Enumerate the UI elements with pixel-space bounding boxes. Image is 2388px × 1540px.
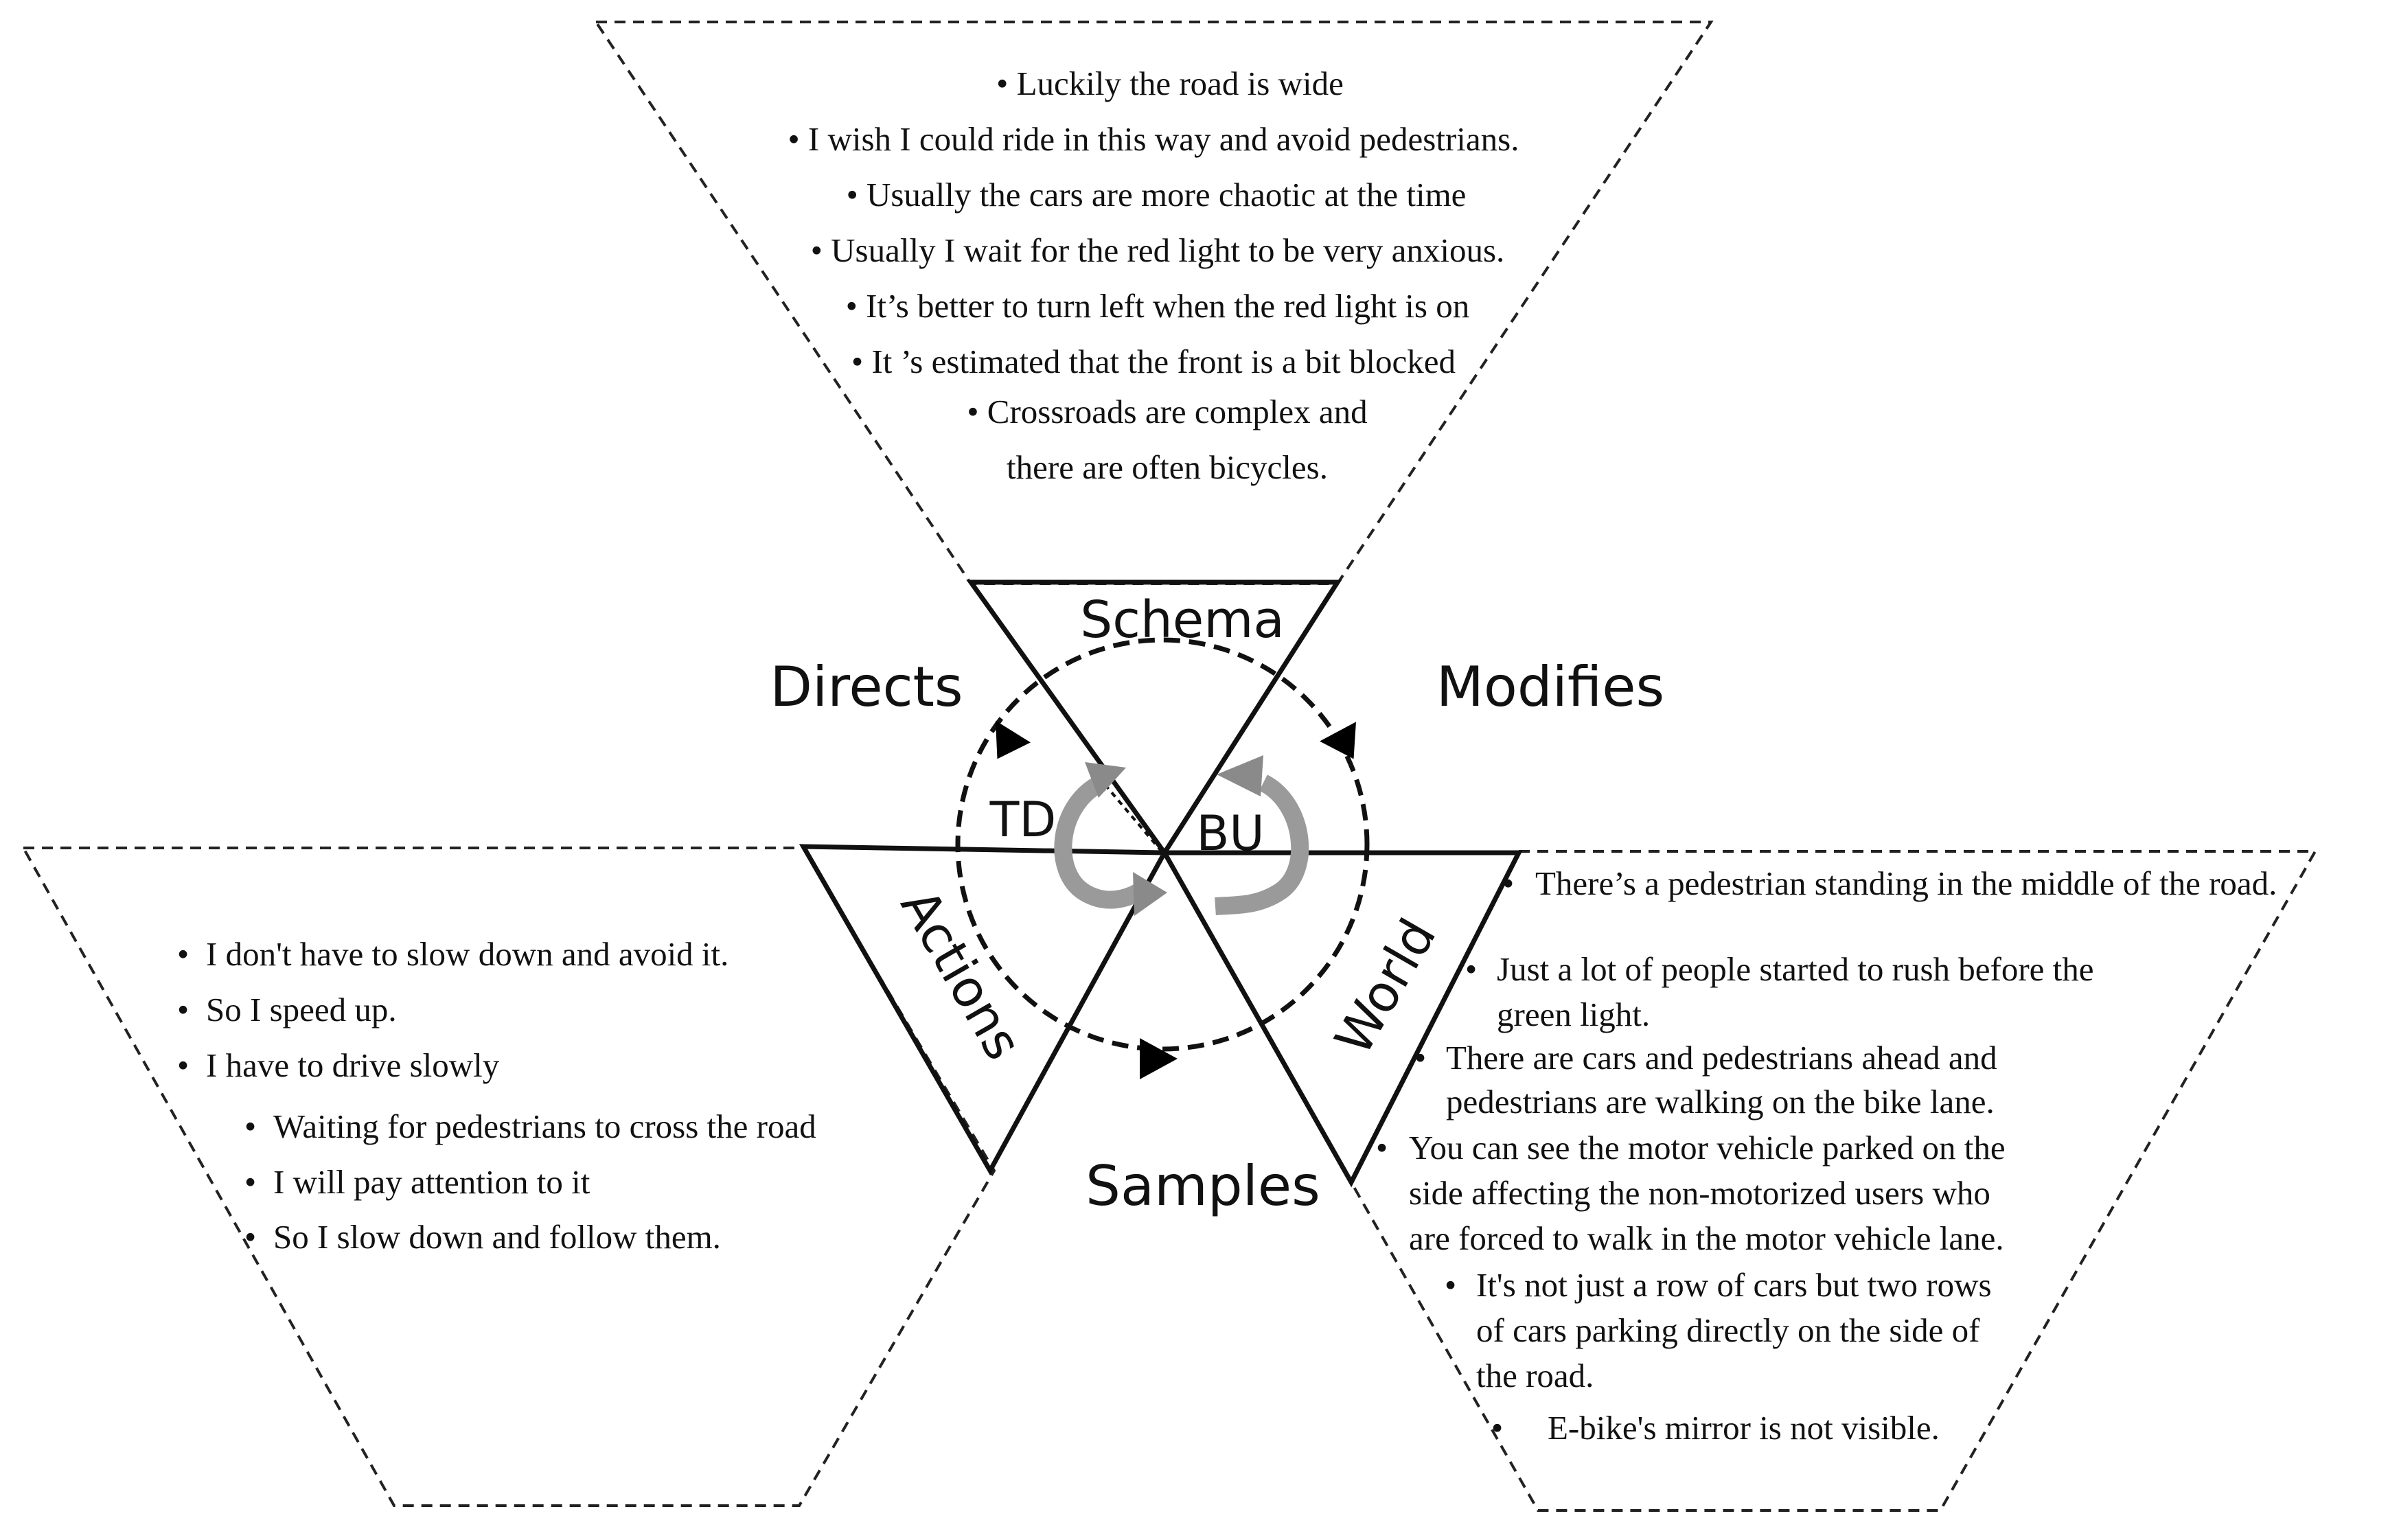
bu-curved-arrow-icon bbox=[1215, 774, 1309, 915]
list-item: • It ’s estimated that the front is a bi… bbox=[851, 343, 1456, 380]
samples-arrowhead-icon bbox=[1140, 1038, 1178, 1079]
list-item-text: I will pay attention to it bbox=[273, 1163, 590, 1201]
td-dotted-line bbox=[1090, 768, 1162, 851]
list-item-text: So I slow down and follow them. bbox=[273, 1218, 721, 1256]
list-item: • bbox=[244, 1107, 256, 1145]
td-curved-arrow-icon bbox=[1054, 774, 1145, 909]
cycle-circle bbox=[955, 637, 1370, 1052]
list-item: • Crossroads are complex and bbox=[967, 393, 1367, 430]
list-item-text: Just a lot of people started to rush bef… bbox=[1497, 950, 2094, 988]
list-item-continuation: of cars parking directly on the side of bbox=[1476, 1311, 1980, 1349]
list-item: • bbox=[244, 1163, 256, 1201]
list-item-text: There are cars and pedestrians ahead and bbox=[1446, 1039, 1997, 1077]
list-item-text: I don't have to slow down and avoid it. bbox=[206, 935, 728, 973]
list-item-text: It's not just a row of cars but two rows bbox=[1476, 1266, 1992, 1304]
modifies-arrowhead-icon bbox=[1320, 722, 1356, 759]
samples-label: Samples bbox=[1086, 1154, 1320, 1218]
list-item: • bbox=[177, 991, 189, 1028]
list-item: • bbox=[1414, 1039, 1426, 1077]
list-item: • bbox=[244, 1218, 256, 1256]
list-item-text: So I speed up. bbox=[206, 991, 397, 1028]
list-item: • I wish I could ride in this way and av… bbox=[788, 120, 1519, 158]
directs-label: Directs bbox=[770, 655, 963, 719]
list-item-continuation: the road. bbox=[1476, 1357, 1594, 1394]
list-item: • Usually the cars are more chaotic at t… bbox=[847, 176, 1467, 214]
list-item: • Usually I wait for the red light to be… bbox=[811, 231, 1505, 269]
list-item-text: I have to drive slowly bbox=[206, 1046, 500, 1084]
list-item: • bbox=[177, 935, 189, 973]
world-triangle bbox=[1160, 850, 1523, 1188]
list-item: • bbox=[1445, 1266, 1456, 1304]
list-item-continuation: there are often bicycles. bbox=[1007, 448, 1328, 486]
list-item: • bbox=[177, 1046, 189, 1084]
list-item-text: Waiting for pedestrians to cross the roa… bbox=[273, 1107, 816, 1145]
td-curved-arrowhead-icon bbox=[1133, 872, 1167, 916]
list-item-continuation: green light. bbox=[1497, 996, 1650, 1033]
schema-label: Schema bbox=[1080, 590, 1285, 650]
list-item: • bbox=[1465, 950, 1477, 988]
list-item-text: There’s a pedestrian standing in the mid… bbox=[1535, 864, 2277, 902]
td-top-arrowhead-icon bbox=[1085, 762, 1126, 798]
bu-top-arrowhead-icon bbox=[1217, 755, 1263, 796]
list-item: • It’s better to turn left when the red … bbox=[846, 287, 1470, 325]
directs-arrowhead-icon bbox=[996, 720, 1031, 759]
td-label: TD bbox=[989, 792, 1057, 848]
list-item-continuation: are forced to walk in the motor vehicle … bbox=[1409, 1219, 2004, 1257]
list-item-continuation: pedestrians are walking on the bike lane… bbox=[1446, 1083, 1995, 1120]
world-panel-text: • There’s a pedestrian standing in the m… bbox=[1376, 864, 2277, 1447]
list-item: • Luckily the road is wide bbox=[996, 65, 1344, 102]
list-item: • bbox=[1376, 1129, 1388, 1167]
actions-panel-text: • I don't have to slow down and avoid it… bbox=[177, 935, 816, 1256]
actions-triangle bbox=[799, 844, 1169, 1176]
actions-panel-outline bbox=[21, 847, 996, 1507]
list-item-continuation: side affecting the non-motorized users w… bbox=[1409, 1174, 1990, 1212]
actions-label: Actions bbox=[889, 880, 1033, 1070]
list-item: • bbox=[1502, 864, 1514, 902]
schema-panel-text: • Luckily the road is wide • I wish I co… bbox=[788, 65, 1519, 486]
list-item-text: You can see the motor vehicle parked on … bbox=[1409, 1129, 2006, 1167]
schema-triangle bbox=[966, 579, 1342, 858]
bu-label: BU bbox=[1196, 805, 1264, 862]
list-item-text: E-bike's mirror is not visible. bbox=[1548, 1409, 1940, 1447]
modifies-label: Modifies bbox=[1436, 655, 1664, 719]
world-label: World bbox=[1324, 909, 1448, 1065]
list-item: • bbox=[1491, 1409, 1503, 1447]
